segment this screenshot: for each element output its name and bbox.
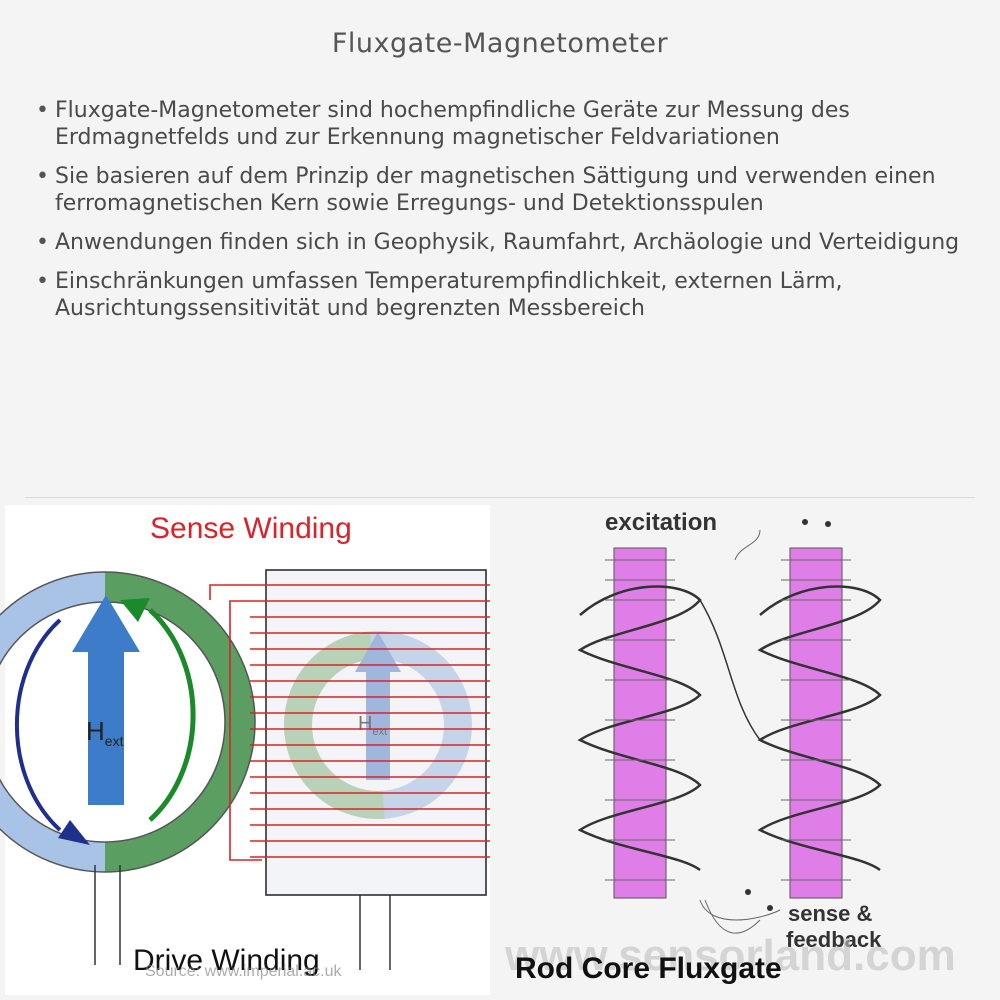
rod-core-diagram: excitation sense & feedback www.sensorla…: [504, 509, 956, 985]
source-label: Source: www.imperial.ac.uk: [145, 963, 343, 980]
bullet-list: Fluxgate-Magnetometer sind hochempfindli…: [36, 97, 966, 334]
excitation-label: excitation: [605, 509, 717, 536]
sense-label: sense &: [788, 901, 872, 926]
sense-winding-label: Sense Winding: [150, 512, 352, 545]
page-title: Fluxgate-Magnetometer: [331, 28, 669, 59]
watermark: www.sensorland.com: [504, 931, 956, 980]
bullet-item: Fluxgate-Magnetometer sind hochempfindli…: [36, 97, 966, 151]
bullet-item: Einschränkungen umfassen Temperaturempfi…: [36, 268, 966, 322]
feedback-label: feedback: [786, 927, 882, 952]
bullet-item: Anwendungen finden sich in Geophysik, Ra…: [36, 229, 966, 256]
fluxgate-illustration: Sense Winding Hext: [0, 500, 1000, 1000]
bullet-item: Sie basieren auf dem Prinzip der magneti…: [36, 163, 966, 217]
section-divider: [25, 497, 975, 498]
rod-core-caption: Rod Core Fluxgate: [515, 952, 782, 985]
ring-core-diagram: Sense Winding Hext: [0, 505, 490, 995]
sense-winding-box: Hext: [209, 569, 490, 970]
h-ext-arrow: [72, 595, 140, 805]
drive-winding-label: Drive Winding: [133, 944, 320, 977]
h-ext-label: Hext: [86, 716, 124, 749]
